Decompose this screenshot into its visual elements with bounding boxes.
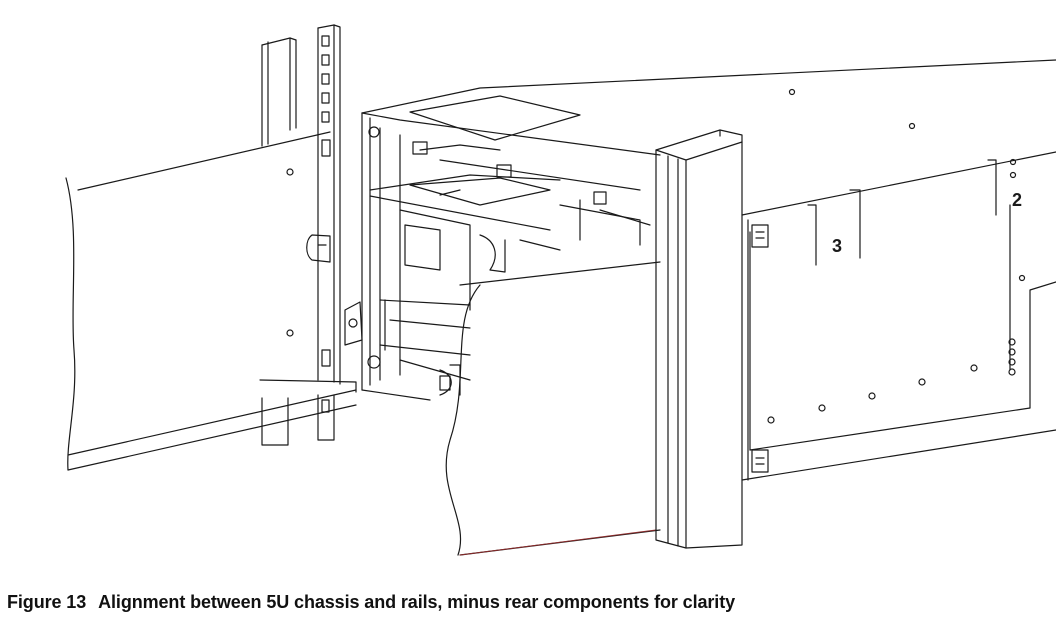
accent-edge xyxy=(459,529,657,556)
figure-caption-text: Alignment between 5U chassis and rails, … xyxy=(98,592,736,612)
chassis-body xyxy=(344,59,1056,556)
left-rail-section xyxy=(65,24,357,471)
figure-number: Figure 13 xyxy=(7,592,87,612)
chassis-side-panel xyxy=(741,88,1056,481)
right-rail-upright xyxy=(655,129,743,549)
chassis-rail-drawing: 2 3 xyxy=(65,24,1056,556)
technical-illustration: 2 3 xyxy=(65,24,1056,556)
callout-2: 2 xyxy=(1012,190,1022,210)
callout-3: 3 xyxy=(832,236,842,256)
figure-caption: Figure 13 Alignment between 5U chassis an… xyxy=(7,592,735,613)
cut-line-middle xyxy=(445,284,481,556)
